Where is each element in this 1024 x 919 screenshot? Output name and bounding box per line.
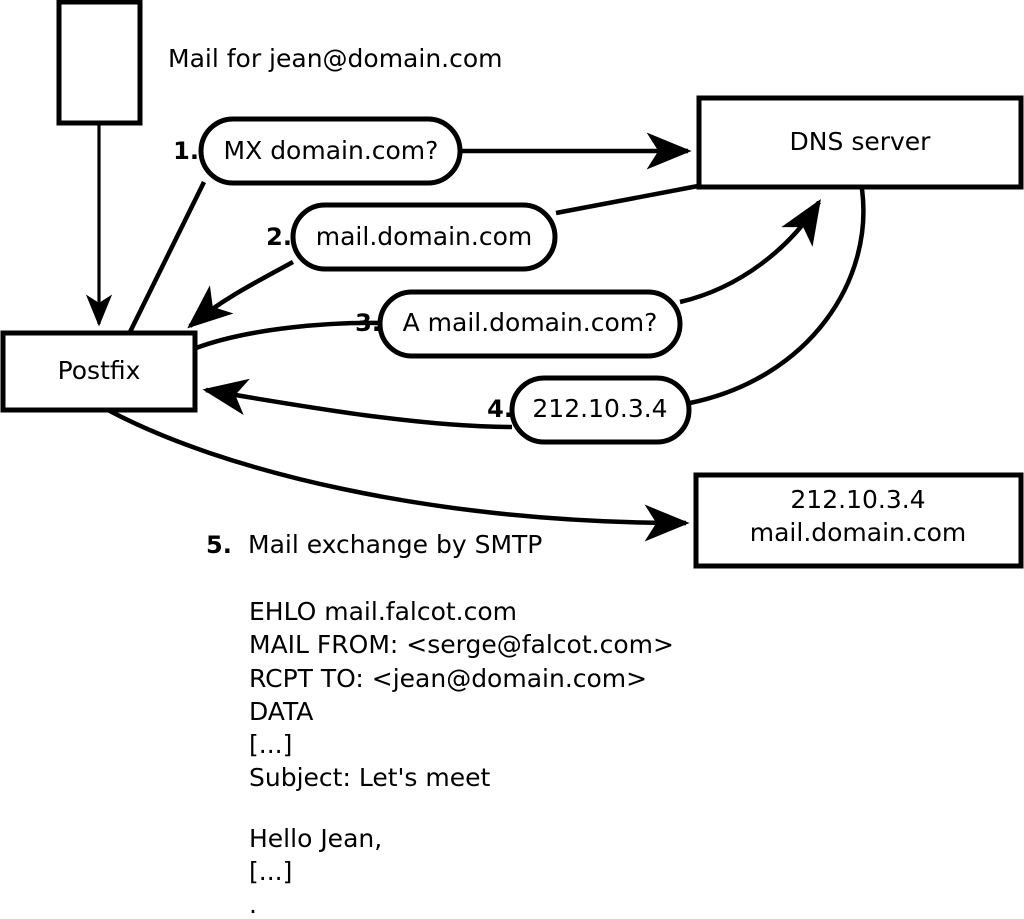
edge-postfix-to-step3 [195, 320, 383, 351]
transcript-line: MAIL FROM: <serge@falcot.com> [249, 630, 674, 659]
step-4-label: 212.10.3.4 [532, 394, 667, 423]
step-1-group: 1. MX domain.com? [173, 116, 463, 186]
edge-dns-to-step2 [555, 183, 699, 216]
edge-step2-to-postfix [187, 260, 295, 329]
postfix-box [0, 330, 198, 413]
mail-for-note: Mail for jean@domain.com [168, 44, 503, 73]
step-5-label: Mail exchange by SMTP [248, 530, 542, 559]
step-4-number: 4. [487, 395, 513, 423]
step-1-bubble [198, 116, 463, 186]
step-1-label: MX domain.com? [224, 136, 439, 165]
edge-step3-to-dns [679, 198, 821, 305]
step-2-label: mail.domain.com [316, 222, 532, 251]
transcript-line: DATA [249, 697, 313, 726]
target-mailserver-ip: 212.10.3.4 [790, 485, 925, 514]
edge-postfix-to-target [106, 408, 690, 542]
edge-dns-to-step4 [689, 188, 866, 406]
transcript-line: Hello Jean, [249, 824, 382, 853]
step-1-number: 1. [173, 137, 199, 165]
smtp-transcript: EHLO mail.falcot.com MAIL FROM: <serge@f… [249, 597, 674, 919]
transcript-line: [...] [249, 730, 292, 759]
step-3-number: 3. [355, 309, 381, 337]
transcript-line: RCPT TO: <jean@domain.com> [249, 664, 647, 693]
transcript-line: [...] [249, 857, 292, 886]
step-4-group: 4. 212.10.3.4 [487, 375, 692, 445]
postfix-label: Postfix [58, 356, 141, 385]
postfix-node: Postfix [0, 330, 198, 413]
step-2-bubble [290, 202, 558, 272]
target-mailserver-hostname: mail.domain.com [750, 518, 966, 547]
step-2-group: 2. mail.domain.com [266, 202, 558, 272]
dns-server-box [696, 95, 1024, 190]
dns-server-label: DNS server [790, 127, 932, 156]
sender-box [56, 0, 143, 126]
target-mailserver-node: 212.10.3.4 mail.domain.com [693, 472, 1024, 569]
step-3-bubble [377, 289, 683, 359]
step-5-number: 5. [206, 531, 232, 559]
step-3-label: A mail.domain.com? [403, 308, 658, 337]
target-mailserver-box [693, 472, 1024, 569]
transcript-line: Subject: Let's meet [249, 763, 490, 792]
step-4-bubble [509, 375, 692, 445]
transcript-line: EHLO mail.falcot.com [249, 597, 517, 626]
transcript-line: . [249, 890, 257, 919]
step-3-group: 3. A mail.domain.com? [355, 289, 683, 359]
edge-step4-to-postfix [202, 378, 513, 430]
edge-postfix-to-step1 [127, 181, 207, 333]
dns-server-node: DNS server [696, 95, 1024, 190]
step-2-number: 2. [266, 223, 292, 251]
